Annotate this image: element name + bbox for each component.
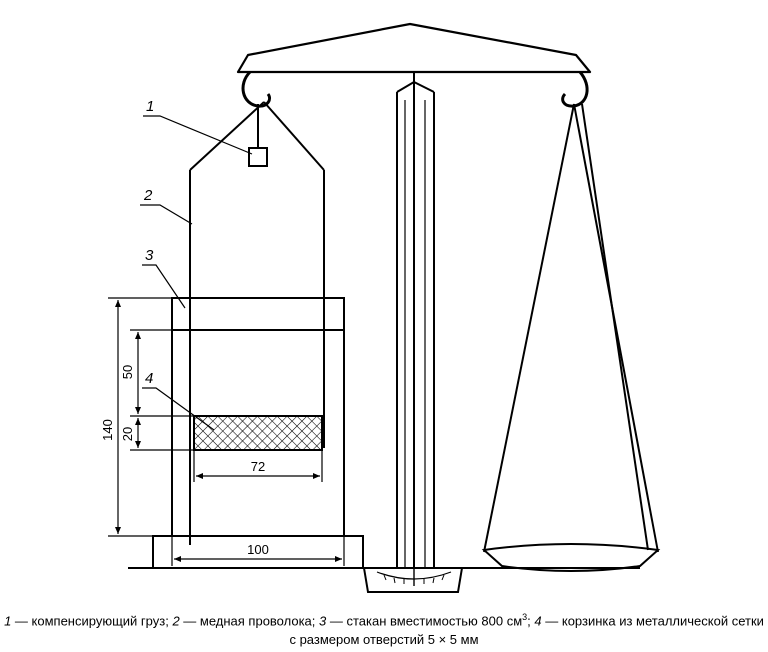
callout-1: 1	[146, 98, 154, 115]
caption-num-4: 4	[534, 613, 542, 629]
mesh-basket	[193, 415, 323, 451]
callout-4: 4	[145, 370, 153, 387]
pedestal	[152, 535, 364, 569]
right-hook	[561, 71, 589, 108]
right-pan-wires	[483, 103, 659, 553]
dimension-72: 72	[251, 459, 265, 474]
balance-apparatus-diagram: 1 2 3 4 140 50 20 72 100	[100, 22, 661, 593]
caption-num-2: 2	[172, 613, 180, 629]
dimension-20: 20	[120, 427, 135, 441]
copper-wire	[189, 101, 325, 545]
balance-beam	[236, 22, 592, 74]
dial-scale	[362, 566, 464, 593]
caption-text-3b: ;	[527, 613, 535, 629]
dimension-140: 140	[100, 419, 115, 441]
figure-caption: 1 — компенсирующий груз; 2 — медная пров…	[0, 608, 768, 649]
left-hook	[241, 70, 272, 108]
callout-leaders	[140, 115, 253, 431]
caption-text-4: — корзинка из металлической сетки	[541, 613, 764, 629]
caption-superscript-3: 3	[522, 612, 528, 622]
right-pan	[481, 543, 661, 572]
caption-line-2: с размером отверстий 5 × 5 мм	[289, 632, 479, 648]
caption-num-1: 1	[4, 613, 12, 629]
callout-3: 3	[145, 247, 154, 264]
dimension-100: 100	[247, 542, 269, 557]
caption-line-1: 1 — компенсирующий груз; 2 — медная пров…	[0, 608, 768, 630]
balance-column	[396, 72, 435, 568]
counterweight	[248, 147, 268, 167]
caption-text-3: — стакан вместимостью 800 см	[326, 613, 523, 629]
caption-text-2: — медная проволока;	[179, 613, 320, 629]
dimension-50: 50	[120, 365, 135, 379]
dimension-lines	[108, 297, 345, 566]
caption-num-3: 3	[319, 613, 327, 629]
callout-2: 2	[143, 187, 153, 204]
caption-text-1: — компенсирующий груз;	[11, 613, 173, 629]
